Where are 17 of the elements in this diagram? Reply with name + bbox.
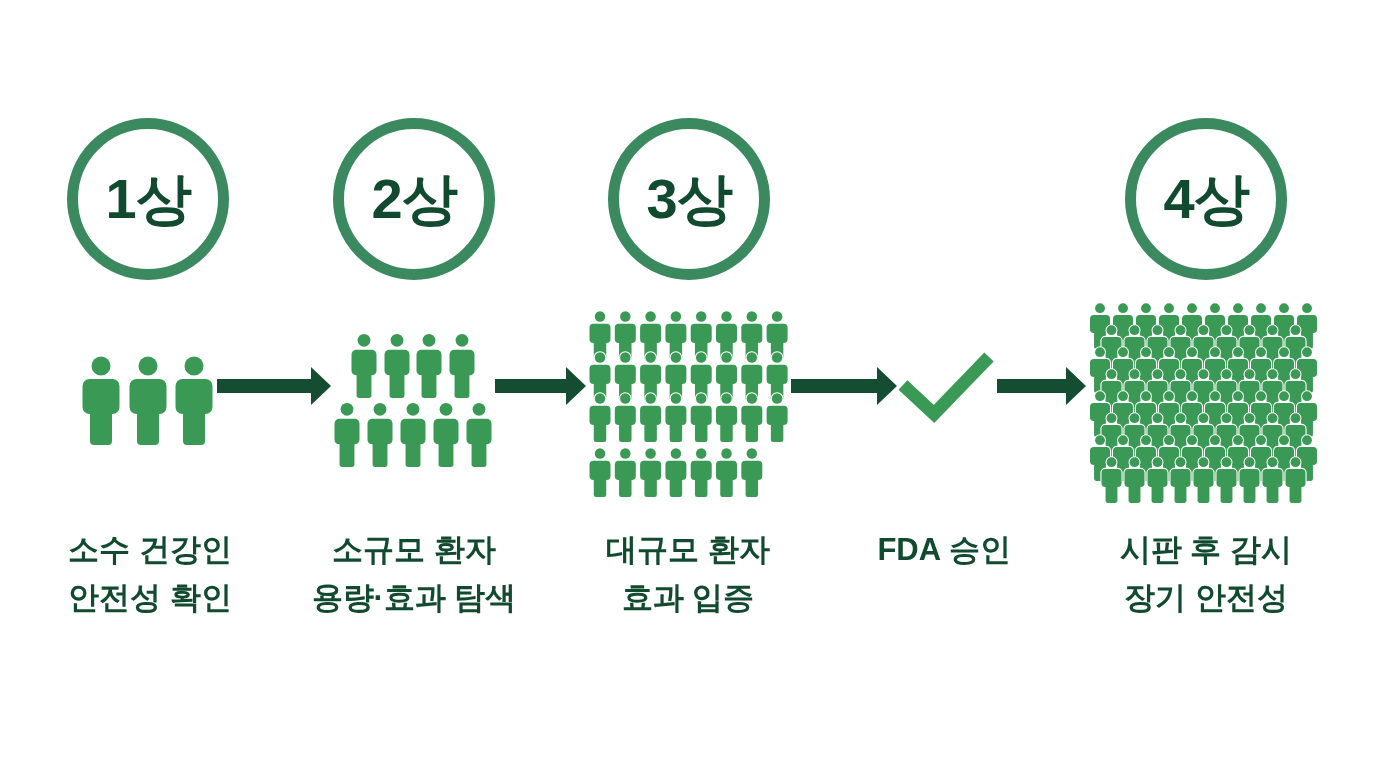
phase-label: 1상 bbox=[105, 169, 191, 229]
phase-description: 소규모 환자 용량·효과 탐색 bbox=[310, 531, 518, 617]
people-crowd-illustration bbox=[589, 310, 788, 498]
people-crowd-illustration bbox=[1089, 302, 1319, 505]
phase-label: 2상 bbox=[371, 169, 457, 229]
phase-label: 3상 bbox=[646, 169, 732, 229]
people-group-illustration bbox=[82, 355, 214, 446]
arrow bbox=[791, 367, 897, 405]
phase-description: 소수 건강인 안전성 확인 bbox=[67, 531, 233, 617]
phase-label: 4상 bbox=[1163, 169, 1249, 229]
phase-description: 대규모 환자 효과 입증 bbox=[605, 531, 771, 617]
arrow bbox=[495, 367, 586, 405]
phase-description: FDA 승인 bbox=[876, 531, 1012, 569]
arrow bbox=[997, 367, 1086, 405]
people-group-illustration bbox=[334, 332, 492, 468]
arrow bbox=[217, 367, 331, 405]
phase-description: 시판 후 감시 장기 안전성 bbox=[1118, 531, 1294, 617]
